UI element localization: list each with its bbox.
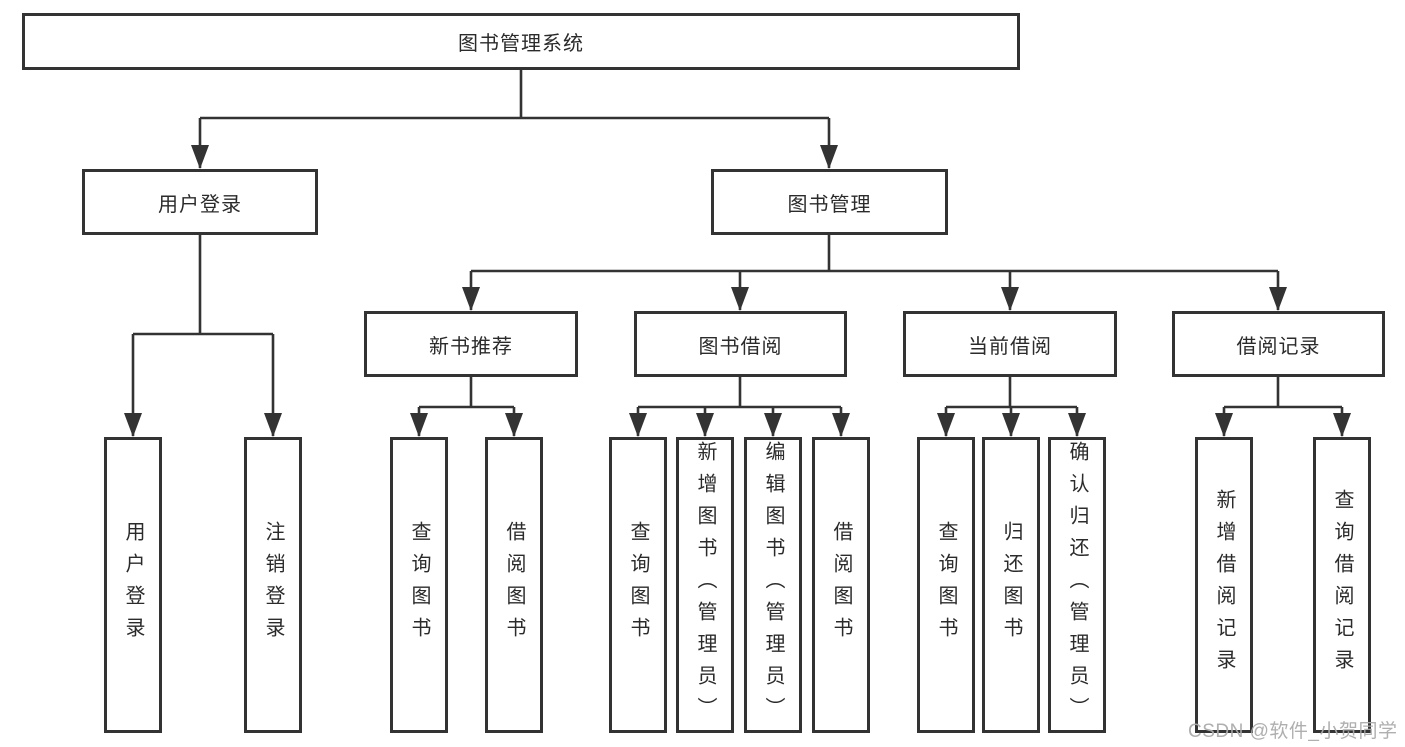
leaf-label: 查询图书 [627,521,649,649]
leaf-label: 查询图书 [935,521,957,649]
leaf-borrow-books: 借阅图书 [812,437,870,733]
leaf-label: 借阅图书 [830,521,852,649]
leaf-label: 确认归还（管理员） [1066,441,1088,729]
node-current-borrow: 当前借阅 [903,311,1117,377]
node-book-borrow: 图书借阅 [634,311,847,377]
leaf-label: 新增图书（管理员） [694,441,716,729]
leaf-label: 新增借阅记录 [1213,489,1235,681]
node-user-login-branch: 用户登录 [82,169,318,235]
leaf-label: 查询图书 [408,521,430,649]
csdn-watermark: CSDN @软件_小贺同学 [1188,721,1398,742]
node-book-management-branch: 图书管理 [711,169,948,235]
leaf-query-books-current: 查询图书 [917,437,975,733]
leaf-user-login: 用户登录 [104,437,162,733]
node-library-management-system: 图书管理系统 [22,13,1020,70]
leaf-label: 查询借阅记录 [1331,489,1353,681]
node-new-book-recommend: 新书推荐 [364,311,578,377]
leaf-logout: 注销登录 [244,437,302,733]
leaf-label: 注销登录 [262,521,284,649]
leaf-edit-books-admin: 编辑图书（管理员） [744,437,802,733]
leaf-borrow-books-recommend: 借阅图书 [485,437,543,733]
leaf-label: 用户登录 [122,521,144,649]
leaf-label: 归还图书 [1000,521,1022,649]
leaf-return-books: 归还图书 [982,437,1040,733]
leaf-add-books-admin: 新增图书（管理员） [676,437,734,733]
leaf-add-borrow-record: 新增借阅记录 [1195,437,1253,733]
leaf-label: 借阅图书 [503,521,525,649]
leaf-label: 编辑图书（管理员） [762,441,784,729]
node-borrow-records: 借阅记录 [1172,311,1385,377]
leaf-query-books-recommend: 查询图书 [390,437,448,733]
leaf-query-books-borrow: 查询图书 [609,437,667,733]
leaf-query-borrow-record: 查询借阅记录 [1313,437,1371,733]
leaf-confirm-return-admin: 确认归还（管理员） [1048,437,1106,733]
